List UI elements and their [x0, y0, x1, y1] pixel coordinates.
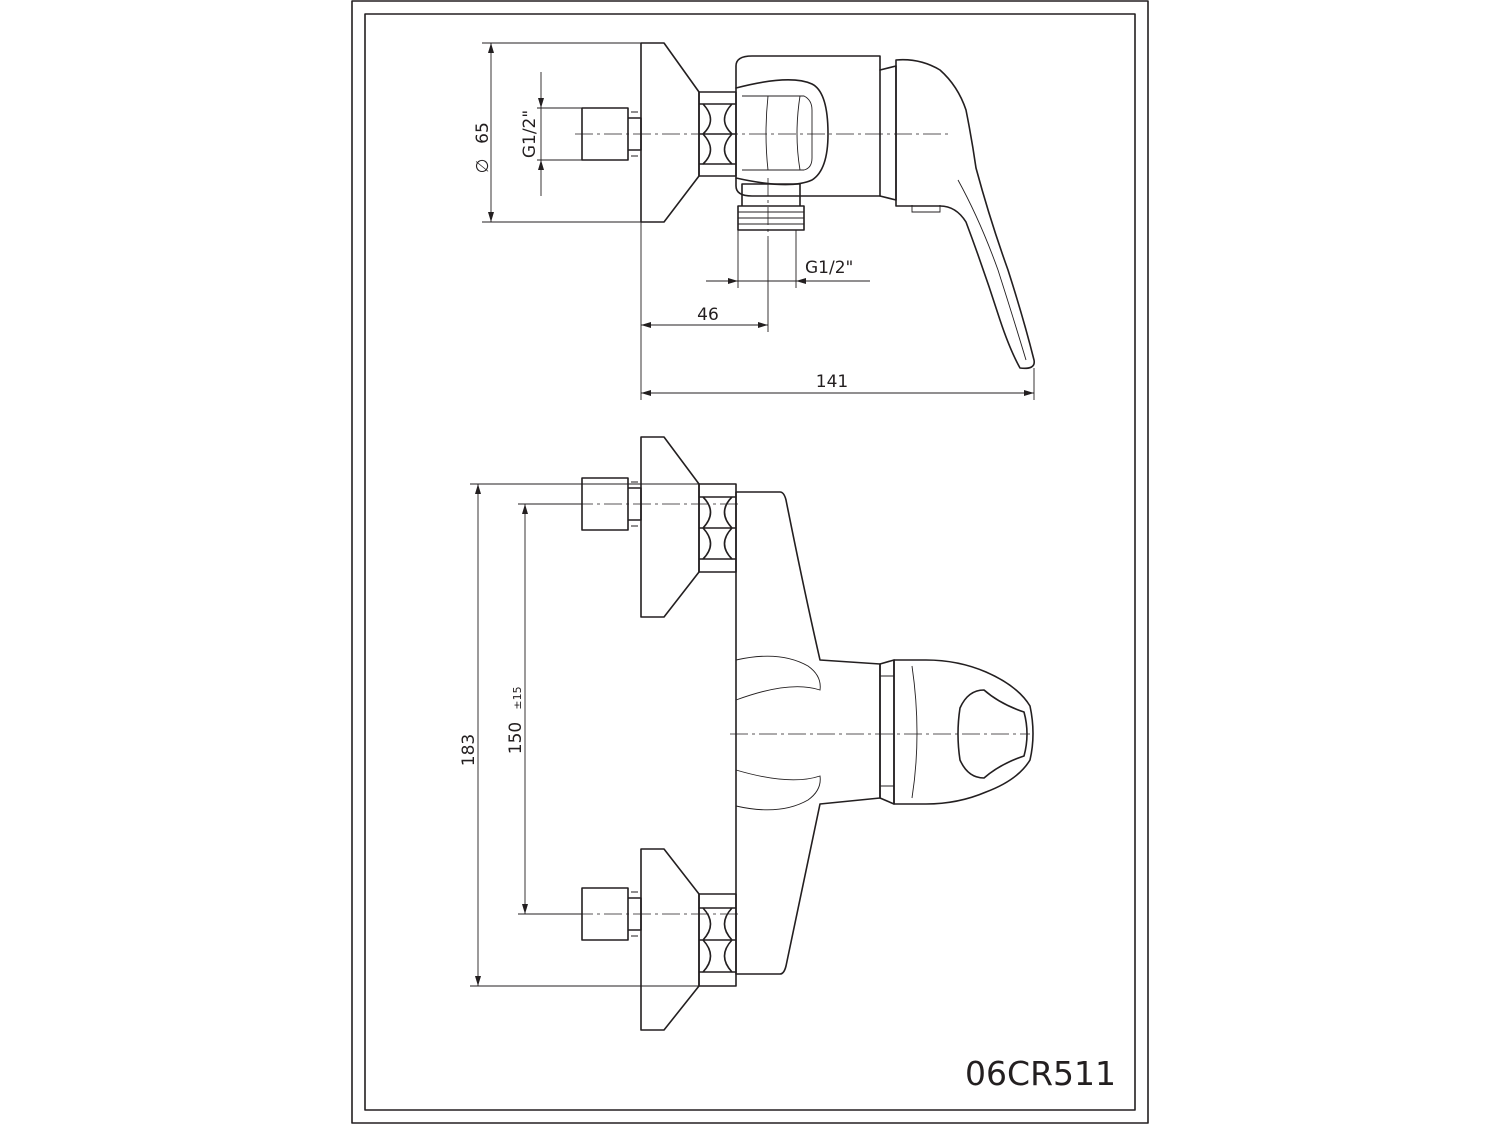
dim-inlet-spacing: 150 — [506, 722, 526, 754]
dim-overall-depth: 141 — [816, 372, 848, 392]
dim-inlet-thread: G1/2" — [520, 110, 540, 158]
drawing-frame-inner — [364, 13, 1136, 1111]
model-code: 06CR511 — [965, 1054, 1116, 1093]
dim-diameter-value: 65 — [473, 122, 493, 144]
front-view-inlet-pipe-bottom — [581, 887, 642, 941]
side-view-flange — [640, 42, 700, 223]
dim-inlet-spacing-tolerance: ±15 — [511, 686, 524, 709]
dim-depth-to-outlet: 46 — [697, 305, 719, 325]
drawing-frame-outer — [351, 0, 1149, 1124]
front-view-flange-top — [640, 436, 700, 618]
front-view-inlet-pipe-top — [581, 477, 642, 531]
side-view: ∅ 65 G1/2" G1/2" 46 141 — [473, 42, 1036, 400]
front-view-hex-nut-top — [698, 483, 737, 573]
front-view-hex-nut-bottom — [698, 893, 737, 987]
front-view-handle — [893, 659, 1034, 805]
front-view: 183 150 ±15 — [459, 436, 1034, 1031]
side-view-inlet-pipe — [581, 107, 642, 161]
dim-outlet-thread: G1/2" — [805, 258, 853, 278]
front-view-handle-cap — [957, 689, 1028, 779]
side-view-body — [735, 55, 881, 197]
front-view-body — [735, 491, 881, 975]
side-view-body-detail — [735, 79, 829, 186]
front-view-flange-bottom — [640, 848, 700, 1031]
dim-overall-height: 183 — [459, 734, 479, 766]
side-view-outlet-thread — [737, 183, 805, 231]
side-view-lever — [895, 58, 1036, 370]
dim-diameter-symbol: ∅ — [473, 159, 493, 174]
